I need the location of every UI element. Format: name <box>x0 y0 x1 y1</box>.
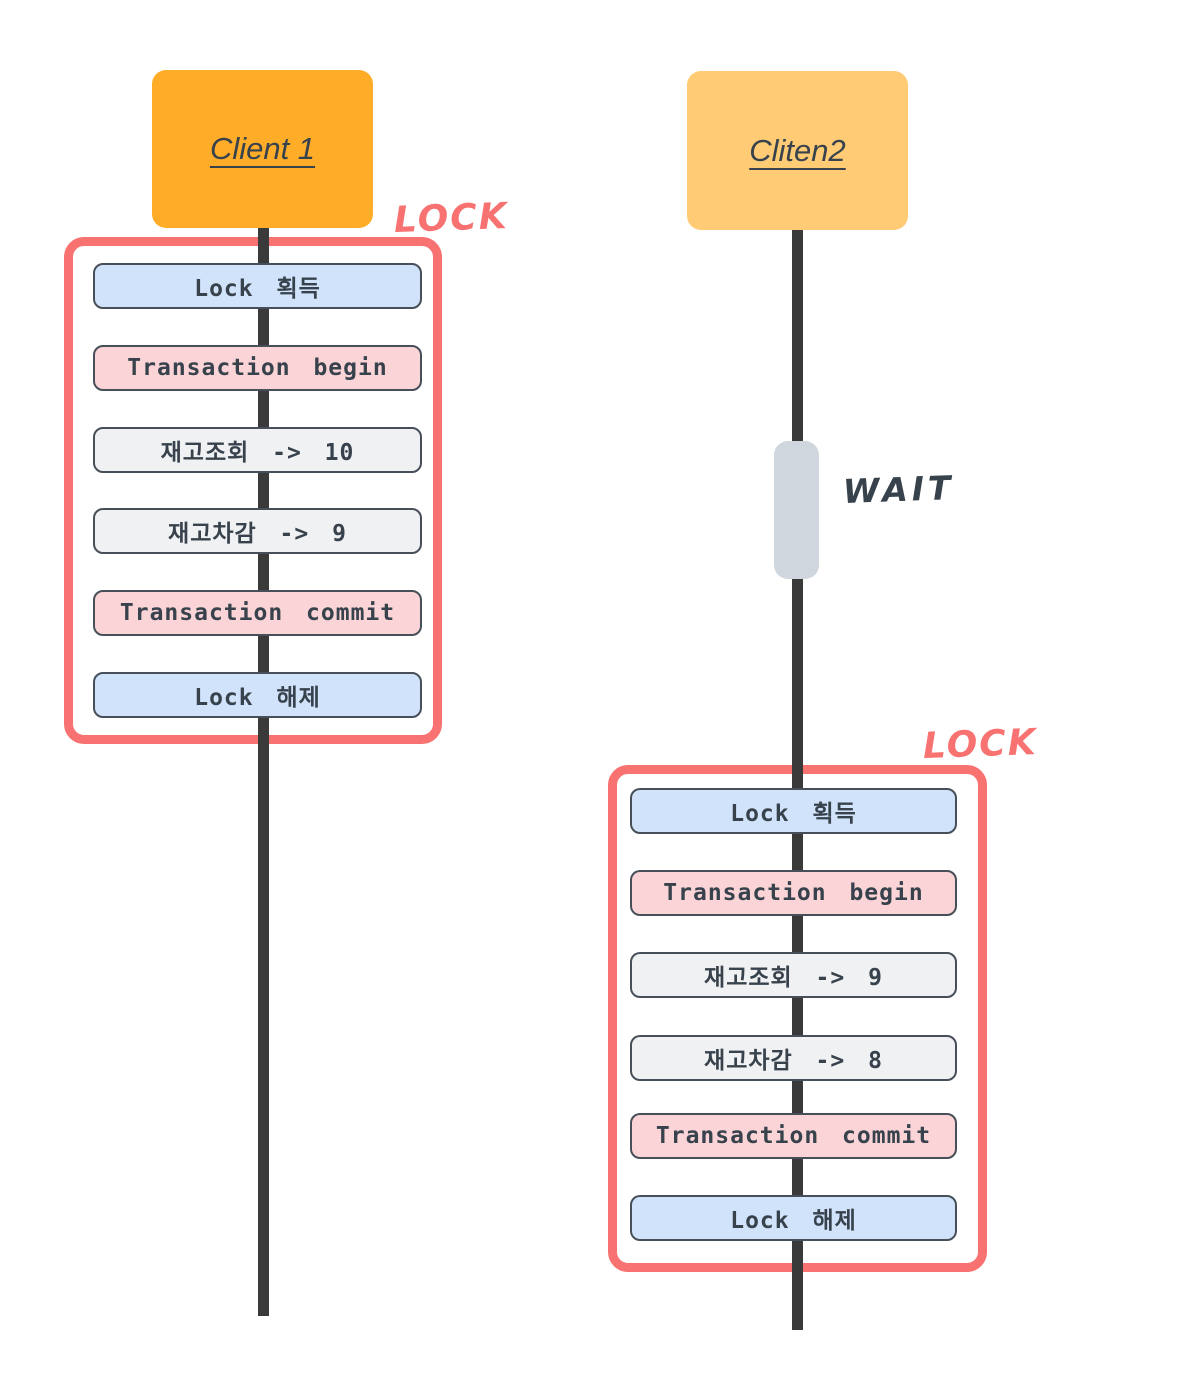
client1-lock-region <box>64 237 442 744</box>
client1-box: Client 1 <box>152 70 373 228</box>
client2-step-transaction-begin: Transaction begin <box>630 870 957 916</box>
client2-lock-annotation: LOCK <box>922 722 1039 767</box>
wait-annotation: WAIT <box>842 468 956 511</box>
client1-step-lock-release: Lock 해제 <box>93 672 422 718</box>
client1-step-lock-acquire: Lock 획득 <box>93 263 422 309</box>
client1-step-transaction-commit: Transaction commit <box>93 590 422 636</box>
client2-timeline <box>792 228 803 1330</box>
client1-step-inventory-check: 재고조회 -> 10 <box>93 427 422 473</box>
wait-activation-bar <box>774 441 819 579</box>
client1-timeline <box>258 224 269 1316</box>
client2-step-transaction-commit: Transaction commit <box>630 1113 957 1159</box>
client1-step-transaction-begin: Transaction begin <box>93 345 422 391</box>
client1-label: Client 1 <box>209 131 316 166</box>
client1-step-inventory-decrease: 재고차감 -> 9 <box>93 508 422 554</box>
client2-step-inventory-check: 재고조회 -> 9 <box>630 952 957 998</box>
client2-step-lock-release: Lock 해제 <box>630 1195 957 1241</box>
client1-lock-annotation: LOCK <box>393 196 510 241</box>
client2-label: Cliten2 <box>749 132 846 168</box>
client2-box: Cliten2 <box>687 71 908 230</box>
client2-step-inventory-decrease: 재고차감 -> 8 <box>630 1035 957 1081</box>
client2-step-lock-acquire: Lock 획득 <box>630 788 957 834</box>
